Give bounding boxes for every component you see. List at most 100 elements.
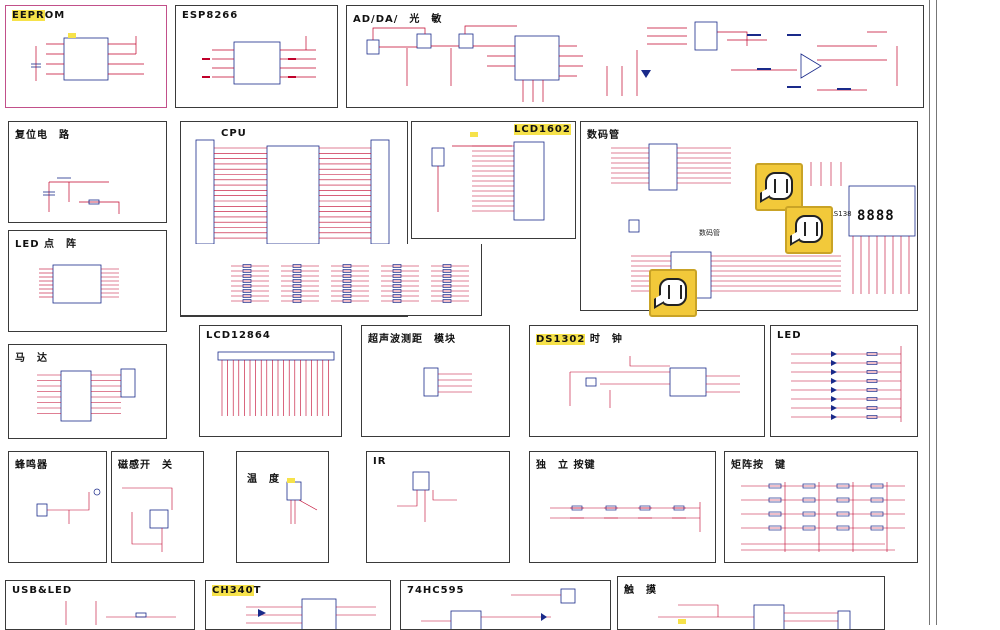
component [292, 264, 302, 268]
temp-schematic [286, 478, 318, 524]
led-panel: LED [770, 325, 918, 437]
component [392, 274, 402, 278]
ultrasonic-schematic [423, 367, 472, 397]
right-frame-line [936, 0, 937, 625]
touch-schematic [658, 604, 851, 629]
temp-panel: 温 度 [236, 451, 329, 563]
component [392, 264, 402, 268]
component [242, 269, 252, 273]
ds1302-schematic [569, 356, 740, 408]
component [392, 294, 402, 298]
component [392, 299, 402, 303]
component [442, 294, 452, 298]
adda-schematic [366, 21, 898, 102]
component [292, 269, 302, 273]
component [442, 274, 452, 278]
cpu-schematic [191, 139, 390, 298]
component [292, 299, 302, 303]
component [342, 279, 352, 283]
component [866, 388, 878, 392]
panel-title: 磁感开 关 [118, 460, 173, 471]
panel-title: CPU [221, 128, 247, 139]
motor-schematic [37, 368, 136, 422]
panel-title: 蜂鸣器 [15, 460, 48, 471]
lcd1602-panel: LCD1602 [411, 121, 576, 239]
component [292, 294, 302, 298]
panel-title: 74HC595 [407, 585, 465, 596]
component [392, 284, 402, 288]
component [242, 289, 252, 293]
component [392, 269, 402, 273]
component [866, 352, 878, 356]
ultrasonic-panel: 超声波测距 模块 [361, 325, 510, 437]
component [802, 511, 816, 517]
component [342, 274, 352, 278]
ch340-schematic [246, 598, 376, 629]
panel-title: 复位电 路 [15, 130, 70, 141]
panel-title: 独 立 按键 [536, 460, 596, 471]
component [242, 284, 252, 288]
ds1302-panel: DS1302 时 钟 [529, 325, 765, 437]
component [768, 511, 782, 517]
comment-icon[interactable] [649, 269, 697, 317]
component [836, 483, 850, 489]
usb-panel: USB&LED [5, 580, 195, 630]
diode [831, 378, 837, 384]
component [242, 274, 252, 278]
reset-panel: 复位电 路 [8, 121, 167, 223]
diode [831, 369, 837, 375]
adda-panel: AD/DA/ 光 敏 [346, 5, 924, 108]
diode [831, 387, 837, 393]
lcd12864-schematic [217, 351, 335, 416]
panel-title: EEPROM [12, 10, 66, 21]
component [802, 497, 816, 503]
decoder-label: 74LS138 [821, 210, 852, 218]
component [870, 483, 884, 489]
esp8266-panel: ESP8266 [175, 5, 338, 108]
panel-title: LED [777, 330, 802, 341]
component [342, 289, 352, 293]
comment-icon[interactable] [755, 163, 803, 211]
component [802, 483, 816, 489]
component [836, 497, 850, 503]
panel-title: LCD1602 [514, 124, 571, 135]
component [870, 525, 884, 531]
component [866, 370, 878, 374]
component [836, 525, 850, 531]
panel-title: USB&LED [12, 585, 73, 596]
component [442, 269, 452, 273]
diode [831, 351, 837, 357]
component [242, 264, 252, 268]
pull-up-schematic [231, 264, 469, 303]
component [242, 299, 252, 303]
component [870, 497, 884, 503]
component [342, 284, 352, 288]
pull-up-panel [180, 244, 482, 316]
panel-title: 数码管 [587, 130, 620, 141]
buzzer-schematic [36, 488, 101, 524]
ir-panel: IR [366, 451, 510, 563]
reed-schematic [122, 487, 173, 552]
component [866, 397, 878, 401]
diode [831, 405, 837, 411]
panel-title: LED 点 阵 [15, 239, 77, 250]
component [870, 511, 884, 517]
motor-panel: 马 达 [8, 344, 167, 439]
panel-title: ESP8266 [182, 10, 239, 21]
reed-panel: 磁感开 关 [111, 451, 204, 563]
esp8266-schematic [202, 36, 316, 85]
comment-icon[interactable] [785, 206, 833, 254]
eeprom-schematic [31, 33, 144, 81]
component [242, 294, 252, 298]
panel-title: IR [373, 456, 387, 467]
led-matrix-panel: LED 点 阵 [8, 230, 167, 332]
ir-schematic [397, 471, 457, 522]
component [292, 289, 302, 293]
panel-title: 超声波测距 模块 [368, 334, 456, 345]
keys-schematic [550, 502, 701, 532]
component [292, 279, 302, 283]
panel-title: LCD12864 [206, 330, 271, 341]
component [442, 289, 452, 293]
component [802, 525, 816, 531]
component [392, 279, 402, 283]
